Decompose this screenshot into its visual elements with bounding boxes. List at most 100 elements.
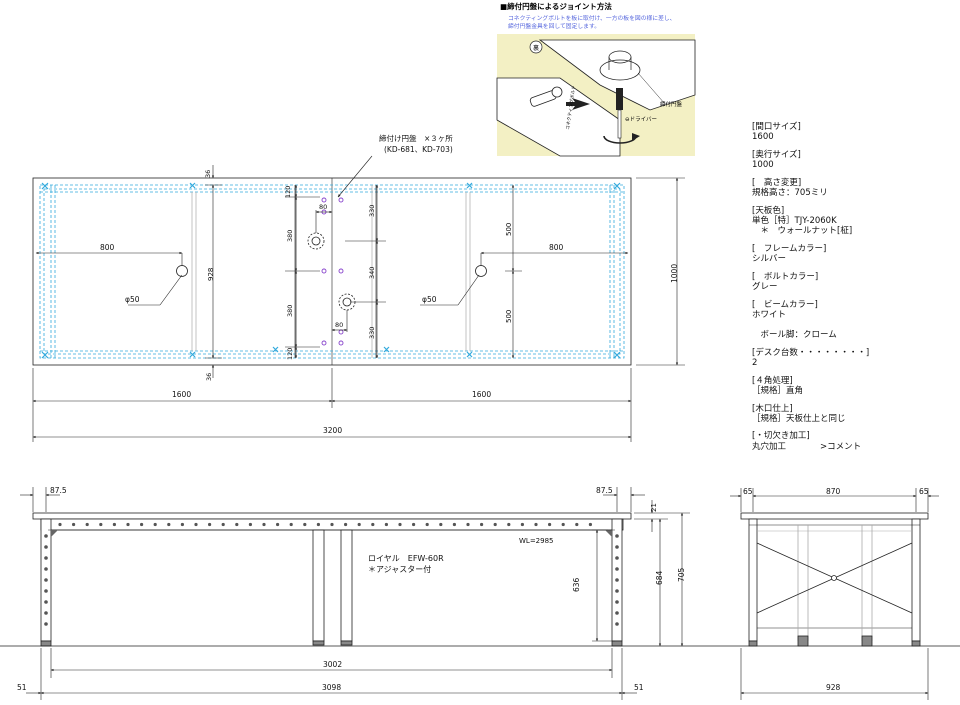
perforation-hole bbox=[85, 522, 89, 527]
screwdriver-icon bbox=[603, 88, 640, 144]
dim-joint-left-lower: 380 bbox=[286, 305, 294, 317]
perforation-hole bbox=[398, 522, 402, 527]
perforation-hole bbox=[235, 522, 239, 527]
dim-overall-width: 3200 bbox=[323, 426, 342, 435]
spec-block: [奥行サイズ]1000 bbox=[752, 150, 957, 170]
connecting-bolt-icon bbox=[529, 86, 563, 107]
perforation-hole bbox=[493, 522, 497, 527]
perforation-hole bbox=[140, 522, 144, 527]
spec-value: 丸穴加工 >コメント bbox=[752, 441, 862, 452]
perforation-hole bbox=[316, 522, 320, 527]
perforation-hole bbox=[112, 522, 116, 527]
perforation-hole bbox=[289, 522, 293, 527]
leg-perforation-hole bbox=[615, 622, 619, 626]
leg-perforation-hole bbox=[44, 556, 48, 560]
front-leg-centre-right bbox=[340, 529, 353, 642]
leg-perforation-hole bbox=[44, 534, 48, 538]
joint-dimension-lines bbox=[285, 184, 386, 359]
perforation-hole bbox=[276, 522, 280, 527]
front-top-board bbox=[32, 512, 632, 520]
perforation-hole bbox=[534, 522, 538, 527]
dim-left-hole-x: 800 bbox=[100, 243, 115, 252]
front-foot-right bbox=[611, 640, 623, 647]
perforation-hole bbox=[561, 522, 565, 527]
perforation-hole bbox=[480, 522, 484, 527]
spec-value: ［規格］天板仕上と同じ bbox=[752, 413, 846, 424]
dim-height: 705 bbox=[677, 567, 686, 582]
dim-inner-depth: 928 bbox=[207, 268, 215, 281]
callout-models: (KD-681、KD-703) bbox=[384, 145, 453, 154]
dim-front-left-overhang: 87.5 bbox=[50, 486, 67, 495]
inset-back-marker bbox=[529, 40, 543, 54]
dim-bottom-margin: 36 bbox=[205, 373, 213, 381]
inset-title: ■締付円盤によるジョイント方法 bbox=[500, 1, 612, 11]
spec-heading: [木口仕上] bbox=[752, 403, 793, 414]
dim-depth: 1000 bbox=[670, 264, 679, 283]
perforation-hole bbox=[548, 522, 552, 527]
leg-perforation-hole bbox=[615, 545, 619, 549]
leg-perforation-hole bbox=[44, 600, 48, 604]
spec-value: ［規格］直角 bbox=[752, 385, 804, 396]
spec-heading: [奥行サイズ] bbox=[752, 149, 801, 160]
front-view bbox=[0, 487, 960, 700]
leg-perforation-hole bbox=[44, 578, 48, 582]
dim-front-left-foot: 51 bbox=[17, 683, 27, 692]
spec-heading: [ ボルトカラー] bbox=[752, 271, 819, 282]
beam-perforations bbox=[44, 522, 619, 626]
plan-depth-dimension bbox=[636, 177, 685, 366]
side-leg-left bbox=[748, 518, 758, 642]
dim-right-upper: 500 bbox=[505, 223, 513, 236]
spec-heading: [ フレームカラー] bbox=[752, 243, 827, 254]
perforation-hole bbox=[330, 522, 334, 527]
side-dimensions bbox=[730, 488, 939, 700]
inset-driver-label: ⊖ドライバー bbox=[625, 116, 657, 123]
spec-value: 規格高さ：705ミリ bbox=[752, 188, 828, 199]
front-dimensions bbox=[20, 487, 690, 700]
callout-title: 締付け円盤 ×３ヶ所 bbox=[379, 133, 453, 143]
hole-right-label: φ50 bbox=[422, 295, 437, 304]
dim-front-right-foot: 51 bbox=[634, 683, 644, 692]
perforation-hole bbox=[357, 522, 361, 527]
perforation-hole bbox=[221, 522, 225, 527]
inset-back-label: 裏 bbox=[533, 44, 539, 52]
dim-joint-offset-upper: 80 bbox=[319, 203, 327, 211]
perforation-hole bbox=[412, 522, 416, 527]
inset-desc-2: 締付円盤金具を回して固定します。 bbox=[508, 22, 600, 30]
perforation-hole bbox=[167, 522, 171, 527]
dim-inner-span: 3002 bbox=[323, 660, 342, 669]
hole-dimension-lines bbox=[35, 184, 629, 359]
dim-outer-span: 3098 bbox=[322, 683, 341, 692]
spec-heading: [ 高さ変更] bbox=[752, 177, 802, 188]
dim-inner-height: 636 bbox=[572, 577, 581, 592]
plan-hidden-frame bbox=[39, 184, 625, 359]
perforation-hole bbox=[180, 522, 184, 527]
leg-perforation-hole bbox=[44, 611, 48, 615]
side-view-text: 65 870 65 928 bbox=[743, 487, 929, 692]
dim-frame-height: 684 bbox=[655, 570, 664, 585]
spec-heading: [天板色] bbox=[752, 205, 785, 216]
perforation-hole bbox=[262, 522, 266, 527]
spec-block: [間口サイズ]1600 bbox=[752, 122, 957, 142]
perforation-hole bbox=[126, 522, 130, 527]
perforation-hole bbox=[371, 522, 375, 527]
insert-arrow-icon bbox=[566, 98, 590, 110]
leg-perforation-hole bbox=[615, 567, 619, 571]
spec-value: 1000 bbox=[752, 160, 774, 171]
plan-corner-markers bbox=[41, 182, 621, 359]
spec-block: [デスク台数・・・・・・・・]2 bbox=[752, 348, 957, 368]
spec-heading: [デスク台数・・・・・・・・] bbox=[752, 347, 870, 358]
spec-block: [ フレームカラー]シルバー bbox=[752, 244, 957, 264]
perforation-hole bbox=[99, 522, 103, 527]
spec-block: [・切欠き加工]丸穴加工 >コメント bbox=[752, 431, 957, 451]
spec-heading: [間口サイズ] bbox=[752, 122, 801, 132]
perforation-hole bbox=[344, 522, 348, 527]
perforation-hole bbox=[72, 522, 76, 527]
dim-joint-right-middle: 340 bbox=[368, 267, 376, 279]
dim-left-half: 1600 bbox=[172, 390, 191, 399]
dim-right-hole-x: 800 bbox=[549, 243, 564, 252]
dim-joint-top-edge: 120 bbox=[284, 186, 292, 198]
dim-joint-right-lower: 330 bbox=[368, 327, 376, 339]
side-top-board bbox=[740, 512, 929, 520]
spec-block: [ ボルトカラー]グレー bbox=[752, 272, 957, 292]
